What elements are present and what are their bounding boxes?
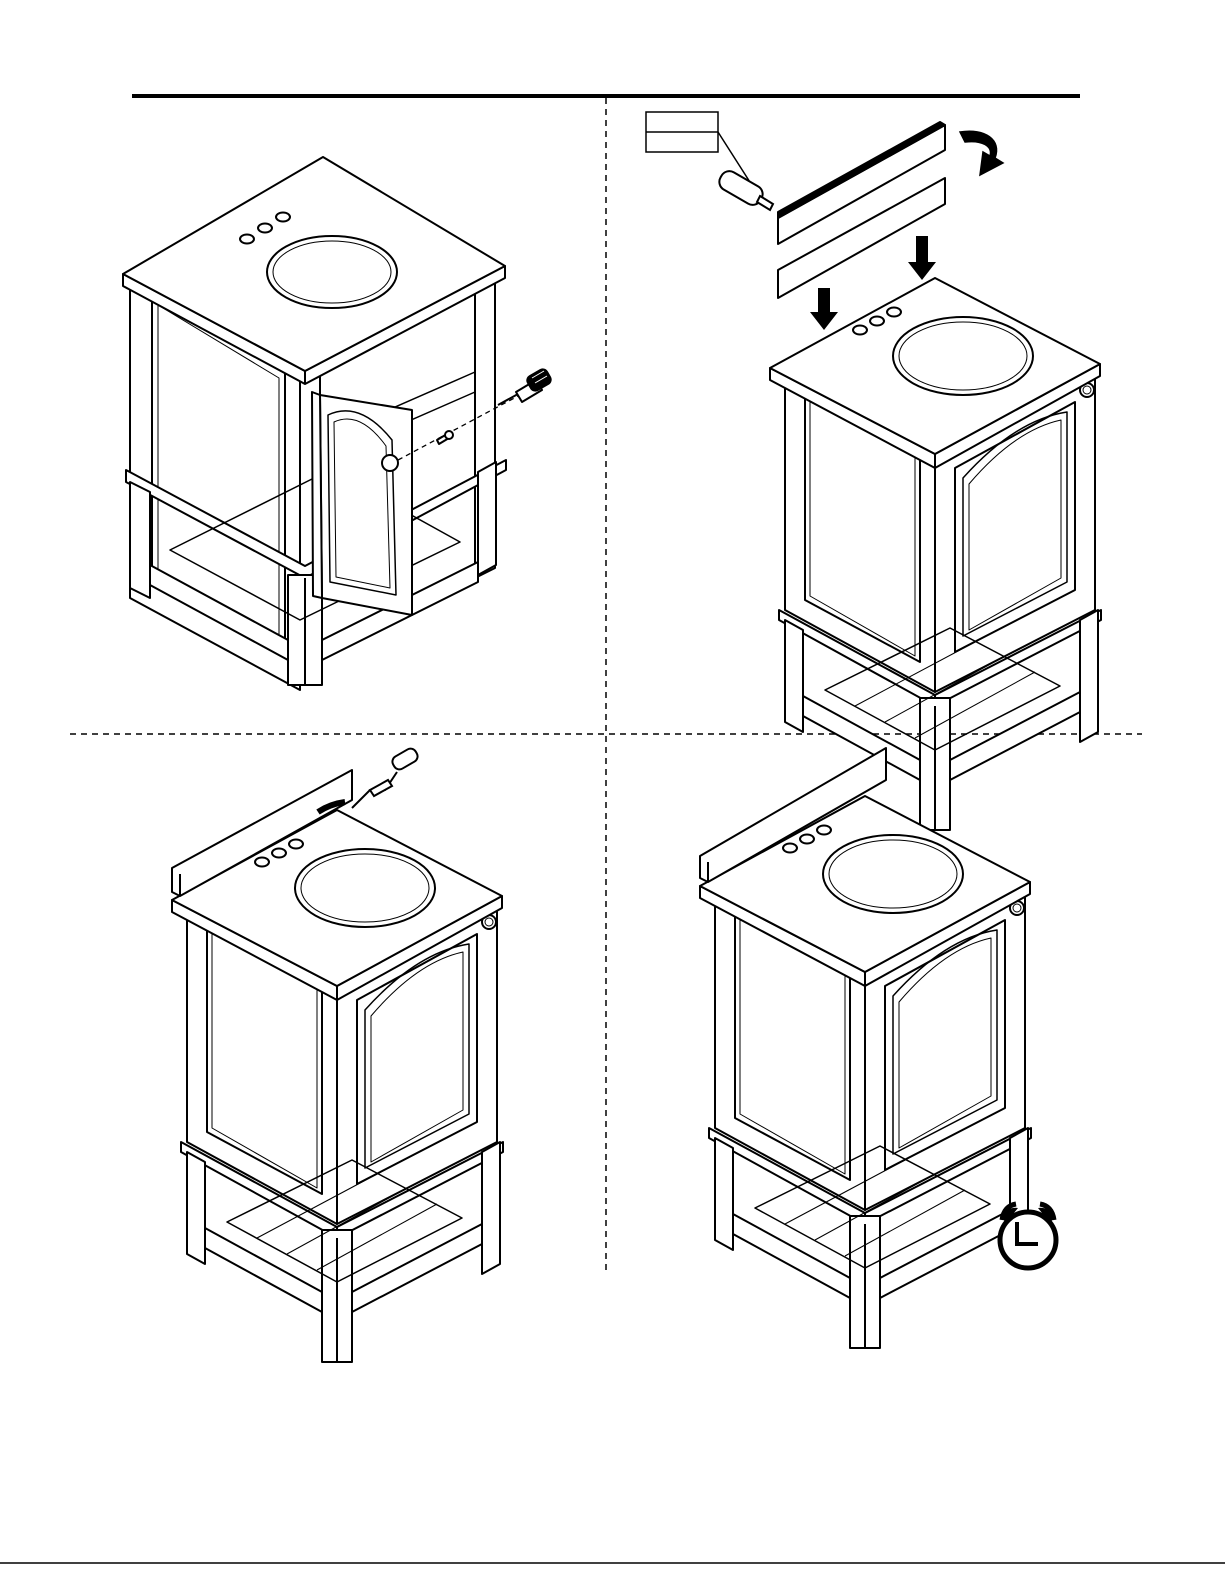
vanity-with-countertop bbox=[770, 278, 1101, 830]
vanity-with-backsplash bbox=[172, 810, 503, 1362]
step-1-panel bbox=[123, 157, 553, 690]
alarm-clock-icon bbox=[1000, 1204, 1056, 1268]
faucet-hole bbox=[240, 235, 254, 244]
caulk-gun-icon bbox=[352, 746, 420, 808]
down-arrow-icon bbox=[810, 288, 838, 330]
faucet-hole bbox=[258, 224, 272, 233]
rotate-arrow-icon bbox=[960, 131, 1003, 175]
door-knob bbox=[382, 455, 398, 471]
step-4-panel bbox=[700, 748, 1056, 1348]
step-3-panel bbox=[172, 746, 503, 1362]
vanity-finished bbox=[700, 796, 1031, 1348]
screwdriver-icon bbox=[498, 368, 553, 405]
vanity-leg bbox=[478, 462, 496, 575]
down-arrow-icon bbox=[908, 236, 936, 280]
faucet-hole bbox=[276, 213, 290, 222]
sink-basin bbox=[267, 236, 397, 308]
step-2-panel bbox=[646, 112, 1101, 830]
vanity-leg bbox=[130, 482, 150, 598]
screw-icon bbox=[437, 431, 453, 444]
